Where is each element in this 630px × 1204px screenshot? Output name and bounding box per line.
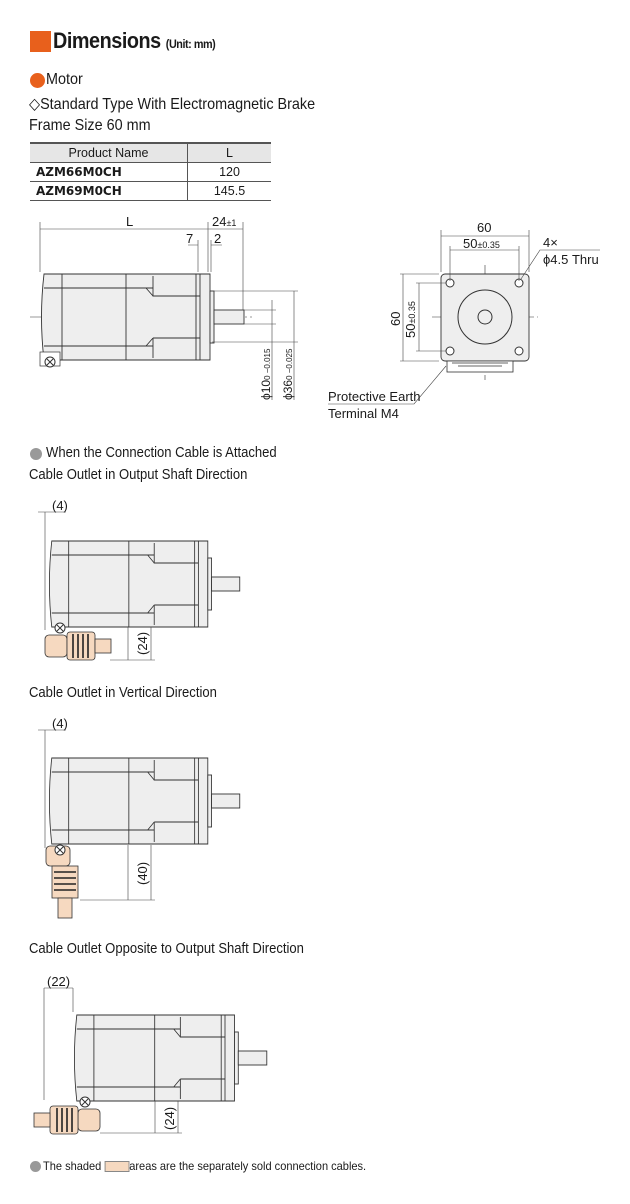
dim-height-60: 60 [388, 312, 403, 326]
view-title: Cable Outlet in Vertical Direction [29, 685, 217, 701]
motor-front-view [440, 273, 530, 373]
L-value: 145.5 [187, 181, 271, 201]
shaft-length: 24 [212, 214, 226, 229]
motor-type: ◇Standard Type With Electromagnetic Brak… [29, 96, 316, 113]
L-value: 120 [187, 162, 271, 182]
footer-pre: The shaded [43, 1159, 102, 1173]
phi36-tolerance: 0 −0.025 [285, 348, 294, 380]
motor-side-view [41, 273, 245, 361]
pe-label-1: Protective Earth [328, 389, 421, 404]
motor-cable-vertical-view [48, 757, 241, 845]
page-title: Dimensions (Unit: mm) [53, 28, 216, 54]
unit-text: (Unit: mm) [165, 37, 216, 51]
dim-width-60: 60 [477, 220, 491, 235]
phi10-tolerance: 0 −0.015 [263, 348, 272, 380]
dim-phi10: ϕ100 −0.015 [259, 348, 273, 400]
dim-vpitch-50: 50±0.35 [403, 301, 418, 338]
pitch-value: 50 [463, 236, 477, 251]
dim-7: 7 [186, 231, 193, 246]
dim-height: (24) [162, 1107, 177, 1130]
dim-L: L [126, 214, 133, 229]
phi10-value: ϕ10 [259, 380, 273, 400]
cable-section-title: When the Connection Cable is Attached [46, 445, 277, 461]
dim-height: (40) [135, 862, 150, 885]
earth-terminal-icon [39, 351, 61, 368]
cable-connector-opposite [33, 1096, 101, 1135]
footer-note: The shaded areas are the separately sold… [43, 1159, 366, 1173]
holes-count: 4× [543, 235, 558, 250]
holes-size: ϕ4.5 Thru [543, 252, 599, 267]
vpitch-value: 50 [403, 324, 418, 338]
title-text: Dimensions [53, 28, 161, 53]
cable-color-swatch [104, 1161, 130, 1173]
motor-heading: Motor [46, 71, 83, 88]
product-name: AZM66M0CH [30, 162, 188, 182]
view-title: Cable Outlet Opposite to Output Shaft Di… [29, 941, 304, 957]
motor-cable-shaft-view [48, 540, 241, 628]
motor-bullet-icon [30, 73, 45, 88]
col-L: L [187, 142, 271, 163]
cable-connector-vertical [45, 844, 79, 919]
dim-height: (24) [135, 632, 150, 655]
view-title: Cable Outlet in Output Shaft Direction [29, 467, 248, 483]
cable-connector [44, 622, 112, 661]
vpitch-tolerance: ±0.35 [407, 301, 417, 323]
dim-shaft-length: 24±1 [212, 214, 236, 229]
section-bullet-icon [30, 448, 42, 460]
shaft-tolerance: ±1 [226, 218, 236, 228]
frame-size: Frame Size 60 mm [29, 117, 151, 134]
dim-offset: (22) [47, 974, 70, 989]
dim-offset: (4) [52, 716, 68, 731]
dim-pitch-50: 50±0.35 [463, 236, 500, 251]
pe-label-2: Terminal M4 [328, 406, 399, 421]
motor-cable-opposite-view [73, 1014, 268, 1102]
dim-2: 2 [214, 231, 221, 246]
phi36-value: ϕ36 [281, 380, 295, 400]
dim-offset: (4) [52, 498, 68, 513]
dim-phi36: ϕ360 −0.025 [281, 348, 295, 400]
footer-bullet-icon [30, 1161, 41, 1172]
footer-post: areas are the separately sold connection… [129, 1159, 367, 1173]
col-product-name: Product Name [30, 142, 188, 163]
title-marker [30, 31, 51, 52]
pitch-tolerance: ±0.35 [477, 240, 499, 250]
product-name: AZM69M0CH [30, 181, 188, 201]
